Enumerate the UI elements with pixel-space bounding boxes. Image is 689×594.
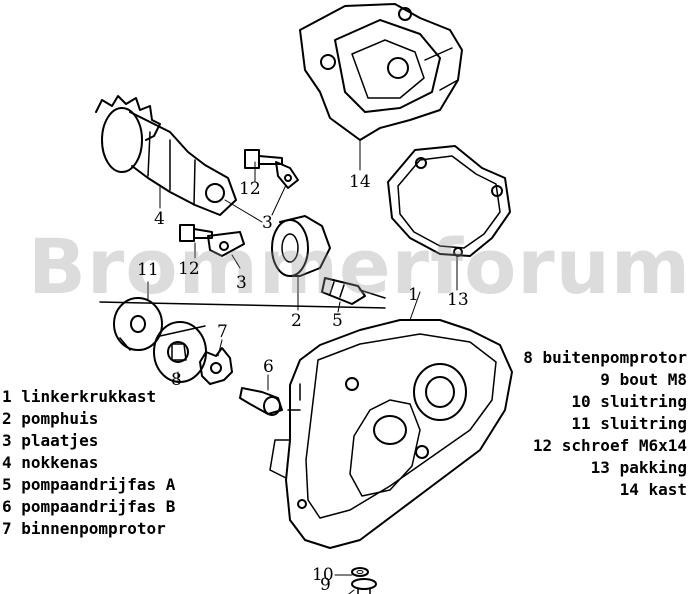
callout-11: 11 [137,260,159,280]
legend-item: 10 sluitring [571,392,687,411]
callout-13: 13 [447,290,469,310]
legend-item: 9 bout M8 [600,370,687,389]
legend-item: 12 schroef M6x14 [532,436,687,455]
legend-item: 11 sluitring [571,414,687,433]
callout-5: 5 [332,311,343,331]
legend-left: 1 linkerkrukkast 2 pomphuis 3 plaatjes 4… [2,386,175,540]
part-pump-cover [299,3,463,141]
callout-1: 1 [408,285,419,305]
part-inner-rotor [199,347,233,385]
legend-item: 6 pompaandrijfas B [2,497,176,516]
part-washer-11 [113,297,163,351]
part-screw-washer-lower [179,224,245,257]
callout-7: 7 [217,322,228,342]
part-bolt-m8 [351,578,377,594]
legend-item: 3 plaatjes [2,431,99,450]
legend-right: 8 buitenpomprotor 9 bout M8 10 sluitring… [523,347,687,501]
assembly-axis-line [99,301,386,309]
part-screw-washer-upper [244,149,299,189]
legend-item: 1 linkerkrukkast [2,387,157,406]
leader-lines [147,139,458,594]
part-crankcase [269,319,513,549]
legend-item: 4 nokkenas [2,453,99,472]
part-drive-shaft-b [239,387,283,416]
callout-10: 10 [312,565,334,585]
part-drive-shaft-a [321,277,386,305]
legend-item: 7 binnenpomprotor [2,519,166,538]
callout-9: 9 [320,575,331,594]
part-camshaft [95,95,237,216]
part-pump-housing [271,215,331,277]
callout-6: 6 [263,357,274,377]
callout-3-upper: 3 [262,213,273,233]
callout-12-lower: 12 [178,259,200,279]
callout-12-upper: 12 [239,179,261,199]
legend-item: 14 kast [619,480,687,499]
callout-4: 4 [154,209,165,229]
legend-item: 13 pakking [590,458,687,477]
part-gasket [387,145,511,257]
callout-14: 14 [349,172,371,192]
callout-3-lower: 3 [236,273,247,293]
legend-item: 8 buitenpomprotor [523,348,687,367]
callout-2: 2 [291,311,302,331]
legend-item: 2 pomphuis [2,409,99,428]
callout-8: 8 [171,370,182,390]
part-washer-10 [351,567,369,577]
legend-item: 5 pompaandrijfas A [2,475,176,494]
